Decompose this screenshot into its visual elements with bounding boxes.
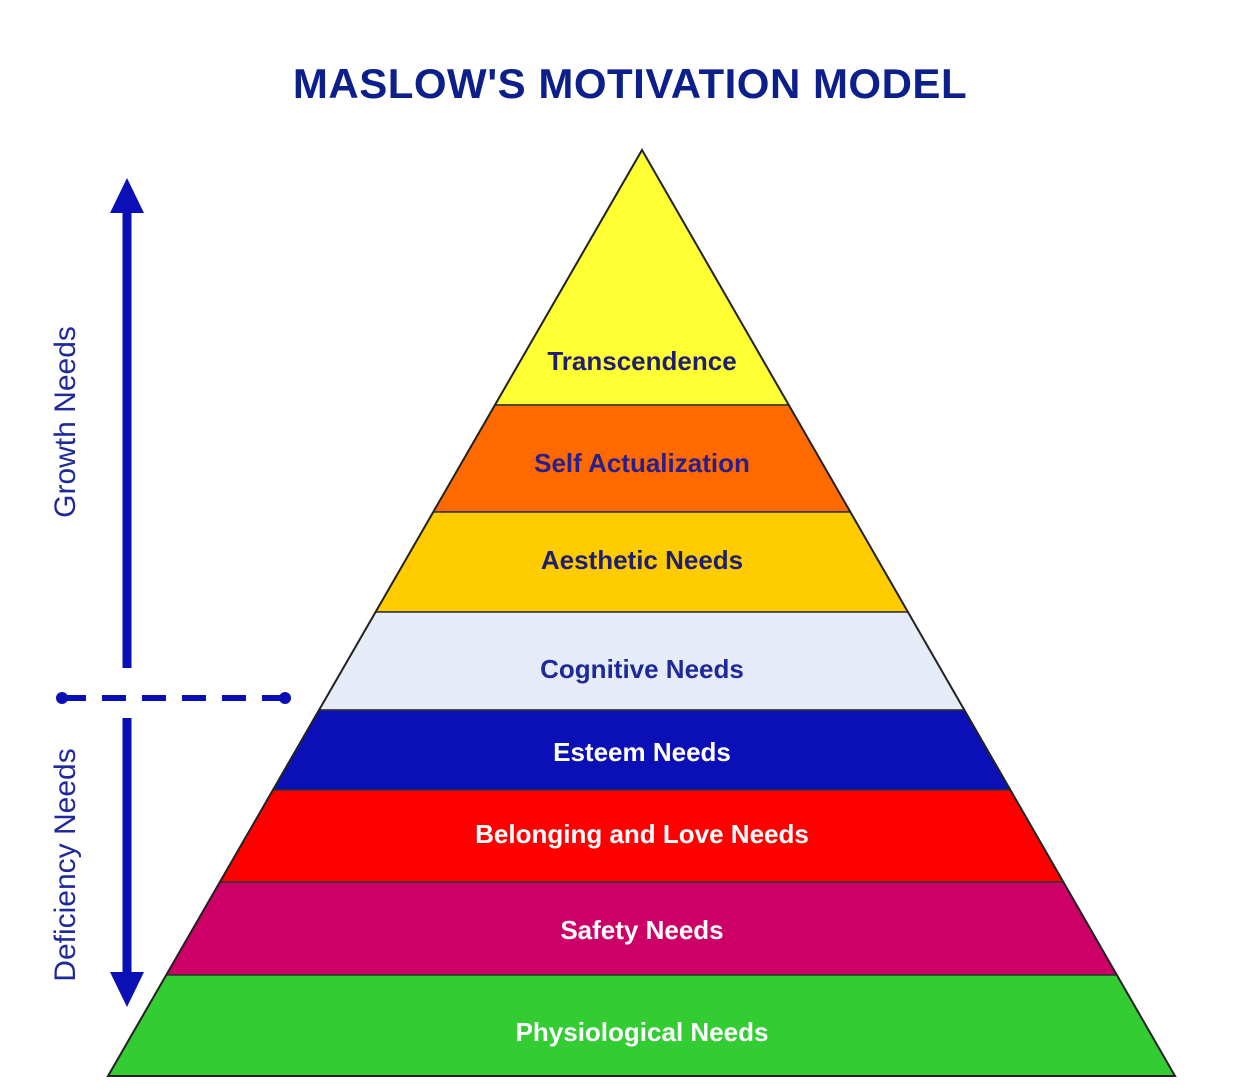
pyramid-level-label-5: Esteem Needs [553, 737, 731, 767]
divider-line [56, 692, 291, 704]
growth-needs-label: Growth Needs [49, 326, 82, 518]
pyramid-level-label-7: Safety Needs [560, 915, 723, 945]
pyramid-level-label-3: Aesthetic Needs [541, 545, 743, 575]
deficiency-arrow [110, 718, 144, 1007]
pyramid-level-label-2: Self Actualization [534, 448, 750, 478]
growth-arrow [110, 178, 144, 668]
pyramid-level-label-1: Transcendence [547, 346, 736, 376]
pyramid-level-label-8: Physiological Needs [516, 1017, 769, 1047]
pyramid-outline [106, 147, 1177, 1077]
deficiency-arrow-head-icon [110, 972, 144, 1007]
growth-arrow-head-icon [110, 178, 144, 213]
deficiency-needs-label: Deficiency Needs [49, 748, 82, 981]
pyramid-level-label-6: Belonging and Love Needs [475, 819, 809, 849]
divider-dot-left [56, 692, 68, 704]
pyramid-level-label-4: Cognitive Needs [540, 654, 744, 684]
divider-dot-right [279, 692, 291, 704]
diagram-title: MASLOW'S MOTIVATION MODEL [292, 60, 968, 107]
